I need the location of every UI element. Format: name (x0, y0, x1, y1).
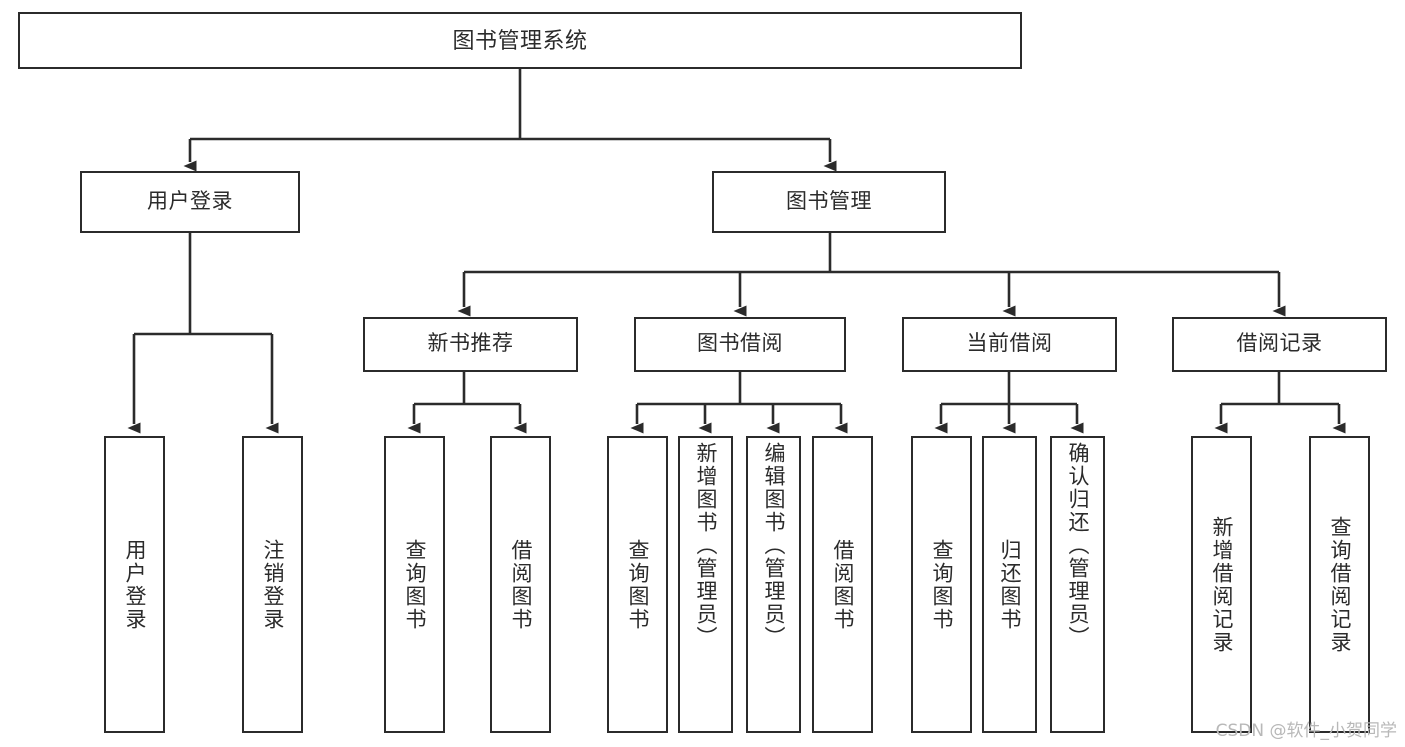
node-label: 图书管理系统 (452, 27, 588, 53)
node-label: 新增图书（管理员） (694, 442, 717, 649)
leaf-edit-book-admin[interactable]: 编辑图书（管理员） (746, 436, 801, 733)
node-label: 图书借阅 (697, 332, 783, 356)
node-label: 查询借阅记录 (1328, 515, 1351, 654)
node-label: 新书推荐 (427, 332, 514, 356)
leaf-query-book-under-borrowing[interactable]: 查询图书 (607, 436, 668, 733)
leaf-query-book-under-current[interactable]: 查询图书 (911, 436, 972, 733)
node-borrowing-record[interactable]: 借阅记录 (1172, 317, 1387, 372)
leaf-confirm-return-admin[interactable]: 确认归还（管理员） (1050, 436, 1105, 733)
leaf-query-borrowing-record[interactable]: 查询借阅记录 (1309, 436, 1370, 733)
node-label: 查询图书 (403, 538, 426, 631)
leaf-borrow-book-under-recommendation[interactable]: 借阅图书 (490, 436, 551, 733)
node-label: 借阅图书 (831, 538, 854, 631)
csdn-watermark: CSDN @软件_小贺同学 (1215, 721, 1397, 741)
node-root-book-management-system[interactable]: 图书管理系统 (18, 12, 1022, 69)
node-label: 当前借阅 (966, 332, 1053, 356)
node-label: 用户登录 (147, 189, 233, 213)
leaf-add-borrowing-record[interactable]: 新增借阅记录 (1191, 436, 1252, 733)
leaf-return-book[interactable]: 归还图书 (982, 436, 1037, 733)
leaf-borrow-book-under-borrowing[interactable]: 借阅图书 (812, 436, 873, 733)
node-label: 用户登录 (123, 538, 146, 631)
node-label: 编辑图书（管理员） (762, 442, 785, 649)
node-label: 查询图书 (626, 538, 649, 631)
leaf-add-book-admin[interactable]: 新增图书（管理员） (678, 436, 733, 733)
node-label: 借阅图书 (509, 538, 532, 631)
node-label: 注销登录 (261, 538, 284, 631)
leaf-query-book-under-recommendation[interactable]: 查询图书 (384, 436, 445, 733)
node-user-login[interactable]: 用户登录 (80, 171, 300, 233)
leaf-logout[interactable]: 注销登录 (242, 436, 303, 733)
leaf-user-login[interactable]: 用户登录 (104, 436, 165, 733)
node-label: 图书管理 (786, 189, 872, 213)
node-book-management[interactable]: 图书管理 (712, 171, 946, 233)
node-label: 确认归还（管理员） (1066, 442, 1089, 649)
node-book-borrowing[interactable]: 图书借阅 (634, 317, 846, 372)
node-label: 借阅记录 (1236, 332, 1323, 356)
node-label: 新增借阅记录 (1210, 515, 1233, 654)
node-label: 查询图书 (930, 538, 953, 631)
node-current-borrowing[interactable]: 当前借阅 (902, 317, 1117, 372)
node-new-book-recommendation[interactable]: 新书推荐 (363, 317, 578, 372)
node-label: 归还图书 (998, 538, 1021, 631)
